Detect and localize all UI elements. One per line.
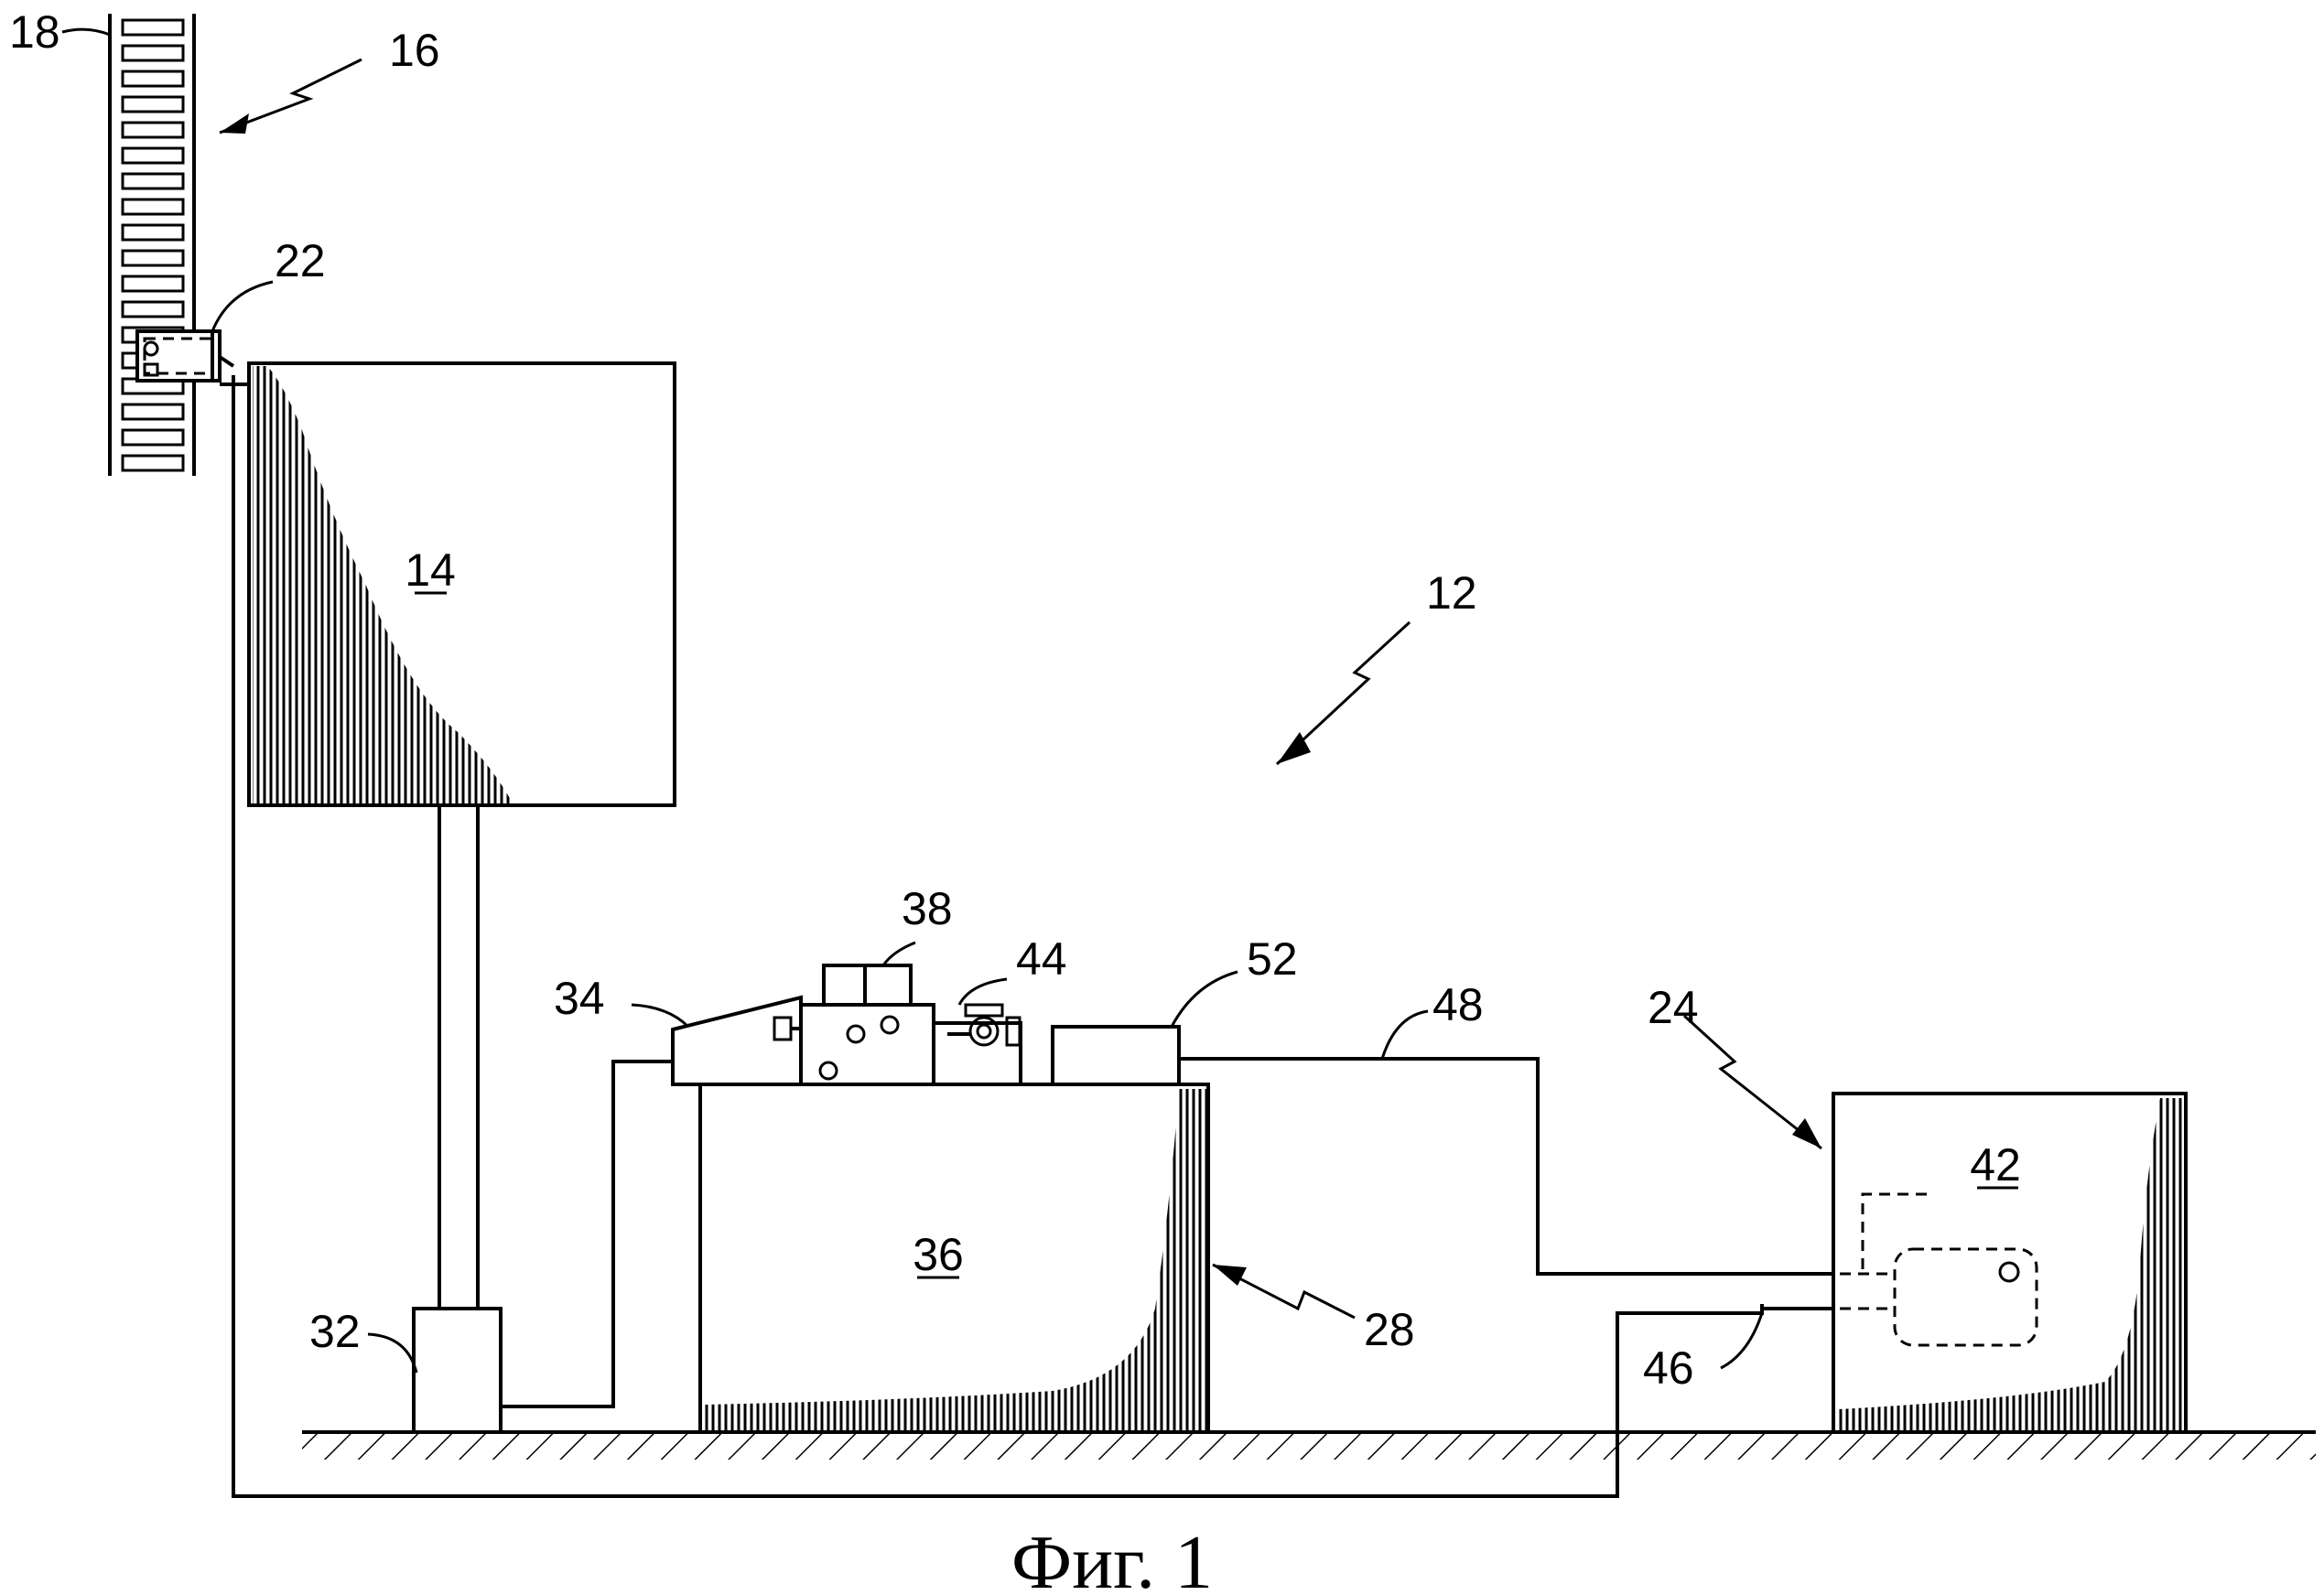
rack-slot — [123, 199, 183, 214]
label-22: 22 — [275, 235, 326, 286]
rack-slot — [123, 123, 183, 137]
label-28: 28 — [1364, 1304, 1415, 1355]
rack-slot — [123, 302, 183, 317]
tank-14: 14 — [249, 363, 675, 805]
component-34 — [673, 965, 934, 1084]
pipe-14-32 — [439, 805, 478, 1309]
rack-slot — [123, 456, 183, 470]
rack-slot — [123, 430, 183, 445]
label-42: 42 — [1970, 1139, 2021, 1191]
label-32: 32 — [309, 1306, 361, 1357]
unit-24: 42 — [1762, 1094, 2186, 1432]
rack-slot — [123, 276, 183, 291]
component-52 — [1053, 1027, 1179, 1084]
ground — [302, 1432, 2316, 1460]
rack-slot — [123, 174, 183, 189]
label-16: 16 — [389, 25, 440, 76]
label-44: 44 — [1016, 933, 1067, 985]
line-48 — [1179, 1059, 1904, 1274]
label-52: 52 — [1247, 933, 1298, 985]
label-12: 12 — [1426, 567, 1477, 619]
rack-slot — [123, 46, 183, 60]
figure-caption: Фиг. 1 — [1011, 1520, 1213, 1595]
rack-16 — [110, 14, 194, 476]
label-34: 34 — [554, 973, 605, 1024]
label-48: 48 — [1432, 979, 1484, 1030]
label-38: 38 — [902, 883, 953, 934]
unit-28: 36 — [700, 1084, 1208, 1432]
rack-slot — [123, 71, 183, 86]
label-14: 14 — [405, 544, 456, 596]
pump-32 — [414, 1062, 677, 1432]
rack-slots — [123, 20, 183, 470]
label-46: 46 — [1643, 1342, 1694, 1394]
valve-44 — [934, 1005, 1021, 1084]
label-18: 18 — [9, 6, 60, 58]
label-36: 36 — [913, 1229, 964, 1280]
rack-slot — [123, 97, 183, 112]
connector-22 — [137, 331, 247, 384]
rack-slot — [123, 404, 183, 419]
rack-slot — [123, 225, 183, 240]
rack-slot — [123, 251, 183, 265]
rack-slot — [123, 148, 183, 163]
rack-slot — [123, 20, 183, 35]
label-24: 24 — [1648, 982, 1699, 1033]
